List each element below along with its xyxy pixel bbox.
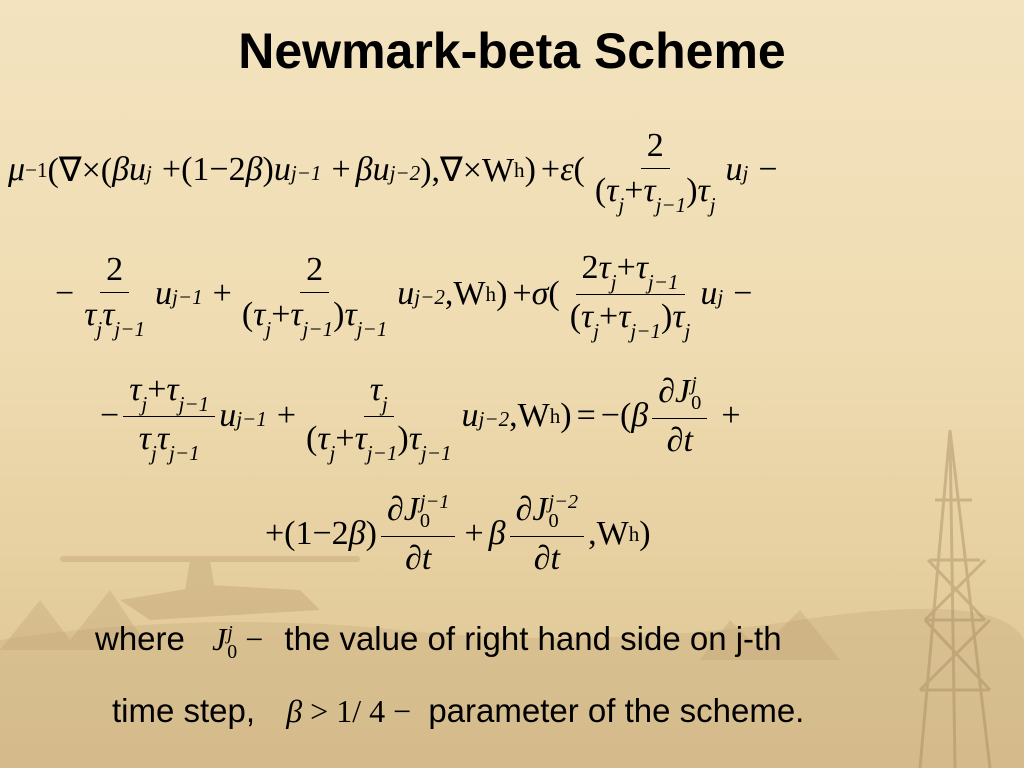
- fraction: 2(τj+τj−1)τj−1: [241, 251, 388, 341]
- time-step-label: time step,: [112, 692, 256, 729]
- fraction: τj(τj+τj−1)τj−1: [306, 371, 452, 465]
- note-line-2: time step, β > 1/ 4 − parameter of the s…: [112, 692, 804, 730]
- slide-title: Newmark-beta Scheme: [238, 23, 786, 79]
- where-label: where: [95, 620, 185, 657]
- fraction: 2(τj+τj−1)τj: [594, 127, 716, 217]
- beta-condition: β > 1/ 4 −: [286, 693, 412, 729]
- rhs-description: the value of right hand side on j-th: [284, 620, 782, 657]
- fraction: 2τj+τj−1(τj+τj−1)τj: [569, 249, 691, 343]
- parameter-description: parameter of the scheme.: [428, 692, 805, 729]
